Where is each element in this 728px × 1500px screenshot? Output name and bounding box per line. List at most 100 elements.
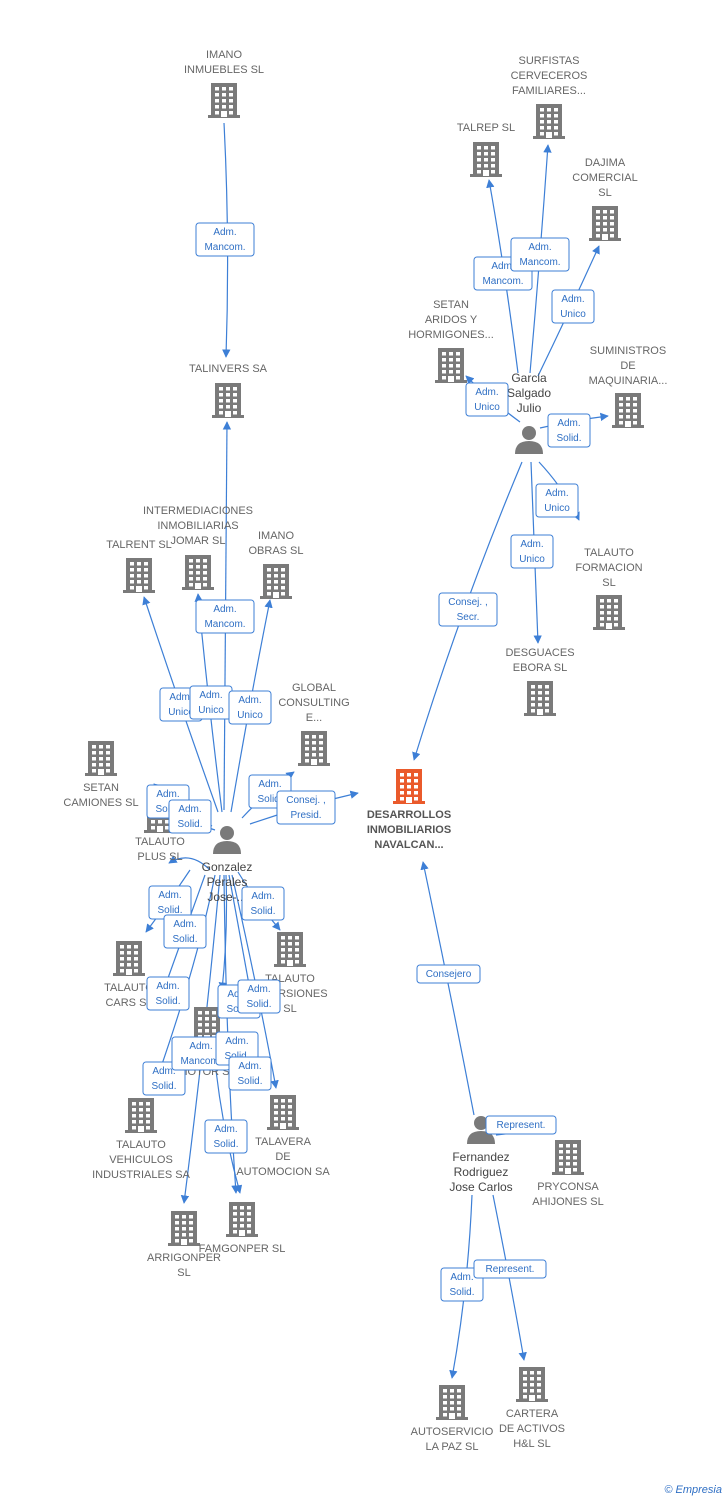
relation-label-text: Solid.: [257, 794, 282, 805]
company-name-line: CAMIONES SL: [63, 797, 138, 809]
company-node-global-consulting[interactable]: GLOBALCONSULTINGE...: [278, 682, 350, 766]
company-name-line: E...: [306, 712, 323, 724]
relation-label-text: Adm.: [158, 890, 181, 901]
relation-label-e29[interactable]: Consejero: [416, 964, 481, 984]
person-name-line: Jose-...: [207, 890, 246, 904]
company-name-line: MAQUINARIA...: [589, 375, 668, 387]
relation-label-e22[interactable]: Adm.Mancom.: [510, 237, 570, 272]
relation-label-e19[interactable]: Adm.Solid.: [228, 1056, 272, 1091]
company-name-line: DE: [275, 1151, 290, 1163]
relation-label-e27[interactable]: Adm.Unico: [510, 534, 554, 569]
building-icon: [125, 1098, 157, 1133]
relation-label-box: [547, 413, 591, 448]
relation-label-box: [276, 790, 336, 825]
company-name-line: VEHICULOS: [109, 1154, 173, 1166]
company-name-line: TALAUTO: [116, 1139, 166, 1151]
person-name-line: Fernandez: [452, 1150, 509, 1164]
relation-label-e28[interactable]: Consej. ,Secr.: [438, 592, 498, 627]
company-name-line: HORMIGONES...: [408, 329, 494, 341]
relation-label-text: Solid.: [172, 934, 197, 945]
relation-label-e32[interactable]: Represent.: [473, 1259, 547, 1279]
relation-label-e1[interactable]: Adm.Mancom.: [195, 222, 255, 257]
relation-label-e30[interactable]: Represent.: [485, 1115, 557, 1135]
relation-label-e13[interactable]: Adm.Solid.: [146, 976, 190, 1011]
relation-label-text: Adm.: [225, 1036, 248, 1047]
relation-label-e5[interactable]: Adm.Unico: [228, 690, 272, 725]
company-name-line: DESARROLLOS: [367, 809, 451, 821]
relation-label-text: Solid.: [213, 1139, 238, 1150]
company-node-suministros[interactable]: SUMINISTROSDEMAQUINARIA...: [589, 345, 668, 428]
person-node-gonzalez[interactable]: GonzalezPeralesJose-...: [202, 826, 253, 904]
company-name-line: TALAUTO: [584, 547, 634, 559]
relation-edge-e11: [168, 855, 211, 871]
relation-label-e23[interactable]: Adm.Unico: [551, 289, 595, 324]
relation-label-box: [195, 222, 255, 257]
relation-label-box: [163, 914, 207, 949]
building-icon: [298, 731, 330, 766]
building-icon: [274, 932, 306, 967]
building-icon: [85, 741, 117, 776]
company-name-line: FORMACION: [575, 562, 642, 574]
relation-label-e11[interactable]: Adm.Solid.: [163, 914, 207, 949]
company-name-line: TALREP SL: [457, 122, 515, 134]
person-name-line: Perales: [207, 875, 248, 889]
relation-label-box: [551, 289, 595, 324]
building-icon: [226, 1202, 258, 1237]
relation-label-e20[interactable]: Adm.Solid.: [204, 1119, 248, 1154]
company-name-line: NAVALCAN...: [374, 839, 443, 851]
company-node-talrep[interactable]: TALREP SL: [457, 122, 515, 177]
relation-label-e7[interactable]: Consej. ,Presid.: [276, 790, 336, 825]
relation-label-text: Unico: [560, 309, 586, 320]
relation-label-e2[interactable]: Adm.Mancom.: [195, 599, 255, 634]
company-name-line: DE ACTIVOS: [499, 1423, 565, 1435]
company-node-talrent[interactable]: TALRENT SL: [106, 539, 172, 593]
relation-label-text: Solid.: [155, 804, 180, 815]
relation-label-e26[interactable]: Adm.Unico: [535, 483, 579, 518]
relation-label-e4[interactable]: Adm.Unico: [189, 685, 233, 720]
company-name-line: LA PAZ SL: [426, 1441, 479, 1453]
company-node-talinvers[interactable]: TALINVERS SA: [189, 363, 268, 418]
company-name-line: PRYCONSA: [537, 1181, 599, 1193]
company-node-talauto-vehiculos[interactable]: TALAUTO VEHICULOS INDUSTRIALES SA: [92, 1098, 191, 1181]
building-icon: [524, 681, 556, 716]
building-icon: [435, 348, 467, 383]
relation-label-e24[interactable]: Adm.Unico: [465, 382, 509, 417]
relation-label-text: Mancom.: [180, 1056, 221, 1067]
relation-label-e31[interactable]: Adm.Solid.: [440, 1267, 484, 1302]
company-name-line: SETAN: [433, 299, 469, 311]
relation-label-e12[interactable]: Adm.Solid.: [241, 886, 285, 921]
relation-label-e15[interactable]: Adm.Solid.: [237, 979, 281, 1014]
company-node-desarrollos[interactable]: DESARROLLOSINMOBILIARIOSNAVALCAN...: [367, 769, 451, 851]
company-name-line: IMANO: [258, 530, 295, 542]
relation-label-e9[interactable]: Adm.Solid.: [168, 799, 212, 834]
relation-label-e25[interactable]: Adm.Solid.: [547, 413, 591, 448]
company-name-line: IMANO: [206, 49, 243, 61]
company-node-famgonper[interactable]: FAMGONPER SL: [199, 1202, 286, 1255]
relation-label-box: [473, 1259, 547, 1279]
relation-label-text: Solid.: [250, 906, 275, 917]
relation-label-e10[interactable]: Adm.Solid.: [148, 885, 192, 920]
company-name-line: INDUSTRIALES SA: [92, 1169, 190, 1181]
relation-edge-e14: [218, 874, 228, 991]
relation-label-text: Adm.: [178, 804, 201, 815]
company-node-surfistas[interactable]: SURFISTASCERVECEROSFAMILIARES...: [511, 55, 588, 139]
person-icon: [515, 426, 543, 454]
company-name-line: DESGUACES: [505, 647, 574, 659]
